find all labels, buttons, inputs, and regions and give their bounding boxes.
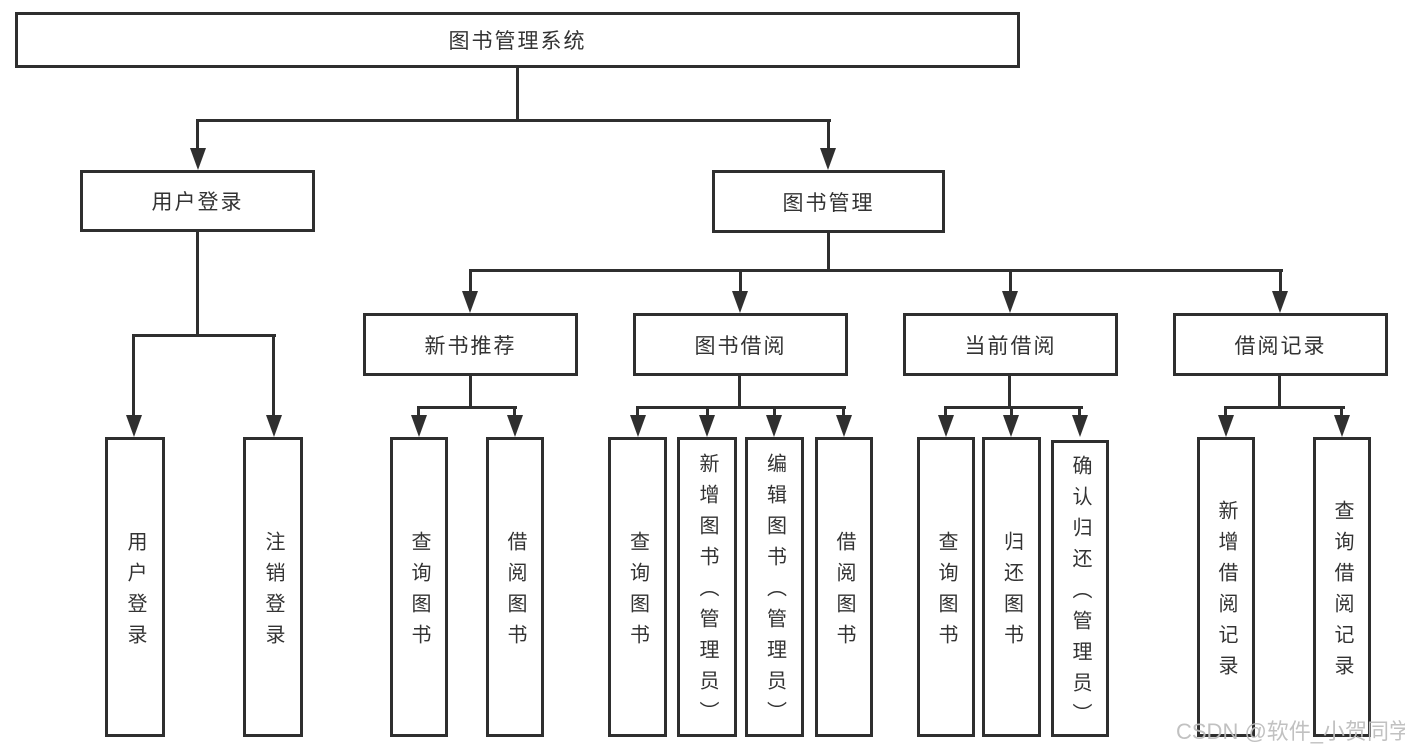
node-new-book-recommend: 新书推荐	[363, 313, 578, 376]
edge	[739, 269, 742, 295]
edge	[196, 119, 831, 122]
arrowhead-icon	[630, 415, 646, 437]
node-user-login: 用户登录	[80, 170, 315, 232]
edge	[636, 406, 639, 420]
edge	[944, 406, 947, 420]
leaf-query-borrow-record: 查询借阅记录	[1313, 437, 1371, 737]
edge	[196, 232, 199, 337]
edge	[1224, 406, 1227, 420]
leaf-add-book-admin: 新增图书（管理员）	[677, 437, 737, 737]
node-borrow-record: 借阅记录	[1173, 313, 1388, 376]
arrowhead-icon	[190, 148, 206, 170]
leaf-logout: 注销登录	[243, 437, 303, 737]
leaf-confirm-return-admin: 确认归还（管理员）	[1051, 440, 1109, 737]
leaf-user-login-label: 用户登录	[124, 530, 146, 655]
arrowhead-icon	[732, 291, 748, 313]
leaf-query-book-3: 查询图书	[917, 437, 975, 737]
node-root-label: 图书管理系统	[448, 30, 587, 53]
node-borrow-record-label: 借阅记录	[1234, 334, 1327, 358]
arrowhead-icon	[507, 415, 523, 437]
edge	[272, 334, 275, 420]
leaf-borrow-book-1-label: 借阅图书	[504, 530, 526, 655]
leaf-query-borrow-record-label: 查询借阅记录	[1331, 499, 1353, 686]
edge	[842, 406, 845, 420]
edge	[1008, 376, 1011, 409]
leaf-edit-book-admin-label: 编辑图书（管理员）	[763, 453, 786, 732]
edge	[738, 376, 741, 409]
arrowhead-icon	[1002, 291, 1018, 313]
edge	[132, 334, 276, 337]
leaf-add-borrow-record-label: 新增借阅记录	[1215, 499, 1237, 686]
arrowhead-icon	[462, 291, 478, 313]
edge	[944, 406, 1083, 409]
leaf-confirm-return-admin-label: 确认归还（管理员）	[1069, 454, 1091, 734]
node-current-borrow: 当前借阅	[903, 313, 1118, 376]
leaf-borrow-book-2-label: 借阅图书	[833, 530, 855, 655]
edge	[132, 334, 135, 420]
arrowhead-icon	[266, 415, 282, 437]
leaf-add-book-admin-label: 新增图书（管理员）	[696, 453, 718, 732]
node-book-borrow-label: 图书借阅	[694, 334, 787, 358]
arrowhead-icon	[836, 415, 852, 437]
arrowhead-icon	[1334, 415, 1350, 437]
arrowhead-icon	[938, 415, 954, 437]
edge	[469, 376, 472, 409]
leaf-query-book-3-label: 查询图书	[935, 530, 957, 655]
edge	[827, 119, 830, 151]
edge	[1224, 406, 1345, 409]
arrowhead-icon	[1003, 415, 1019, 437]
edge	[1279, 269, 1282, 295]
leaf-query-book-1-label: 查询图书	[408, 530, 430, 655]
edge	[1010, 406, 1013, 420]
node-current-borrow-label: 当前借阅	[964, 334, 1057, 358]
edge	[513, 406, 516, 420]
edge	[417, 406, 420, 420]
leaf-add-borrow-record: 新增借阅记录	[1197, 437, 1255, 737]
arrowhead-icon	[1272, 291, 1288, 313]
node-book-mgmt: 图书管理	[712, 170, 945, 233]
leaf-query-book-2: 查询图书	[608, 437, 667, 737]
node-root: 图书管理系统	[15, 12, 1020, 68]
node-book-mgmt-label: 图书管理	[782, 191, 875, 215]
watermark: CSDN @软件_小贺同学	[1176, 719, 1405, 744]
arrowhead-icon	[1072, 415, 1088, 437]
arrowhead-icon	[411, 415, 427, 437]
edge	[773, 406, 776, 420]
leaf-borrow-book-2: 借阅图书	[815, 437, 873, 737]
edge	[1340, 406, 1343, 420]
edge	[636, 406, 846, 409]
edge	[196, 119, 199, 151]
leaf-return-book: 归还图书	[982, 437, 1041, 737]
edge	[1278, 376, 1281, 409]
edge	[417, 406, 517, 409]
leaf-user-login: 用户登录	[105, 437, 165, 737]
leaf-edit-book-admin: 编辑图书（管理员）	[745, 437, 804, 737]
leaf-query-book-2-label: 查询图书	[626, 530, 649, 655]
leaf-logout-label: 注销登录	[262, 530, 284, 655]
node-user-login-label: 用户登录	[151, 191, 244, 214]
edge	[516, 68, 519, 121]
leaf-borrow-book-1: 借阅图书	[486, 437, 544, 737]
node-book-borrow: 图书借阅	[633, 313, 848, 376]
arrowhead-icon	[699, 415, 715, 437]
edge	[706, 406, 709, 420]
arrowhead-icon	[1218, 415, 1234, 437]
edge	[1009, 269, 1012, 295]
edge	[1078, 406, 1081, 420]
node-new-book-recommend-label: 新书推荐	[424, 334, 517, 358]
leaf-query-book-1: 查询图书	[390, 437, 448, 737]
arrowhead-icon	[126, 415, 142, 437]
arrowhead-icon	[766, 415, 782, 437]
edge	[827, 233, 830, 272]
edge	[469, 269, 472, 295]
leaf-return-book-label: 归还图书	[1000, 530, 1023, 655]
arrowhead-icon	[820, 148, 836, 170]
edge	[469, 269, 1283, 272]
